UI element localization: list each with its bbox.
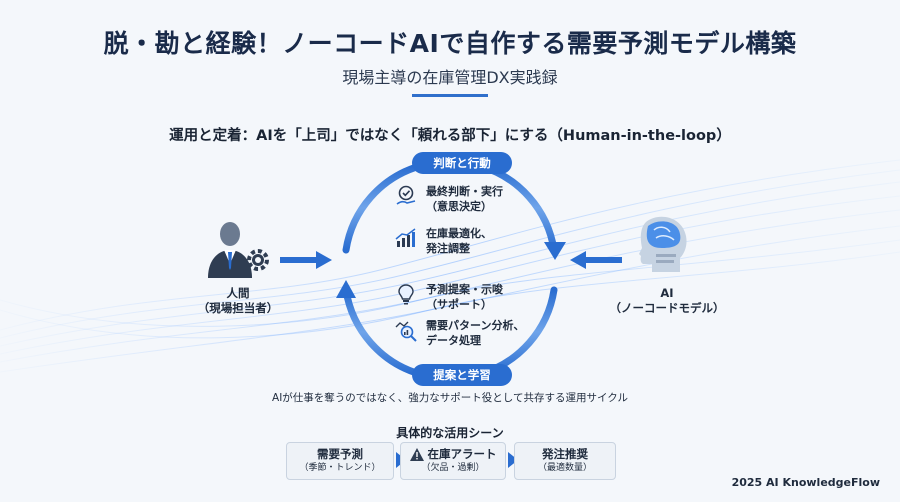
page-title: 脱・勘と経験！ノーコードAIで自作する需要予測モデル構築 [103,29,797,58]
person-gear-icon [208,222,269,278]
ai-role: （ノーコードモデル） [609,301,725,315]
cycle-item-suggestion: 予測提案・示唆 （サポート） [394,282,503,312]
cycle-item-text: 予測提案・示唆 （サポート） [426,283,503,311]
cycle-arrow-right [544,242,566,260]
lightbulb-icon [398,284,414,305]
scene-subtitle: （最適数量） [537,463,592,473]
bar-chart-rising-icon [395,228,416,247]
scene-arrow-2 [508,452,518,468]
title-underline [412,94,488,97]
page-subtitle: 現場主導の在庫管理DX実践録 [342,68,558,87]
section-heading: 運用と定着：AIを「上司」ではなく「頼れる部下」にする（Human-in-the… [169,128,731,144]
scene-title: 在庫アラート [427,447,497,461]
human-name: 人間 [226,286,250,300]
cycle-caption: AIが仕事を奪うのではなく、強力なサポート役として共存する運用サイクル [272,392,628,404]
scene-subtitle: （季節・トレンド） [299,463,381,473]
human-label: 人間 （現場担当者） [190,286,286,316]
scene-order-recommendation: 発注推奨 （最適数量） [514,442,616,480]
robot-head-icon [639,216,687,272]
human-to-cycle-arrow [280,251,332,269]
check-hand-icon [396,185,416,205]
cycle-item-text: 在庫最適化、 発注調整 [426,227,492,255]
cycle-item-decision: 最終判断・実行 （意思決定） [394,184,503,214]
scenes-heading: 具体的な活用シーン [396,426,504,440]
scene-demand-forecast: 需要予測 （季節・トレンド） [286,442,394,480]
cycle-arrow-left [336,280,356,298]
cycle-item-optimization: 在庫最適化、 発注調整 [394,226,492,256]
magnifier-chart-icon [395,321,417,342]
ai-label: AI （ノーコードモデル） [602,286,732,316]
footer-credit: 2025 AI KnowledgeFlow [731,476,880,489]
cycle-label-bottom: 提案と学習 [412,364,512,386]
ai-name: AI [660,286,674,300]
ai-to-cycle-arrow [570,251,622,269]
scene-inventory-alert: 在庫アラート （欠品・過剰） [400,442,506,480]
scene-subtitle: （欠品・過剰） [421,463,485,473]
cycle-label-top: 判断と行動 [412,152,512,174]
cycle-item-text: 最終判断・実行 （意思決定） [426,185,503,213]
cycle-item-text: 需要パターン分析、 データ処理 [426,319,525,347]
scene-title: 発注推奨 [542,447,588,461]
scene-title-row: 在庫アラート [409,447,497,462]
cycle-item-analysis: 需要パターン分析、 データ処理 [394,318,524,348]
warning-icon [409,448,424,461]
scene-title: 需要予測 [317,447,363,461]
human-role: （現場担当者） [197,301,279,315]
